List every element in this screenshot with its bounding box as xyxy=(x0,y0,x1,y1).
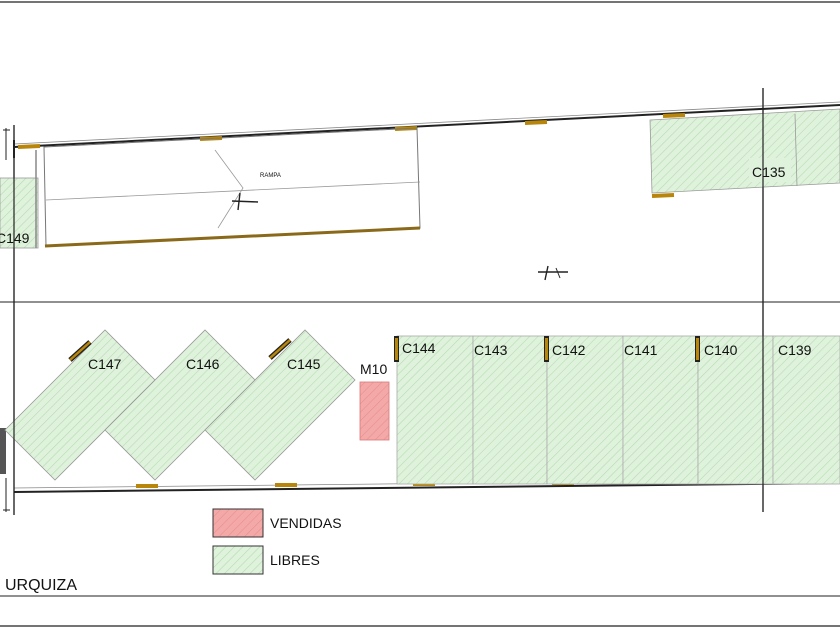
lot-m10[interactable]: M10 xyxy=(359,361,390,441)
lot-c139-label: C139 xyxy=(778,342,812,358)
lot-c146-label: C146 xyxy=(186,356,220,372)
lot-c142[interactable]: C142 xyxy=(544,335,624,485)
lot-c149[interactable]: C149 xyxy=(0,150,39,249)
lot-c144-label: C144 xyxy=(402,340,436,356)
lot-c143-label: C143 xyxy=(474,342,508,358)
legend-sold: VENDIDAS xyxy=(212,508,342,538)
lot-c140[interactable]: C140 xyxy=(695,335,774,485)
legend-free: LIBRES xyxy=(212,545,320,575)
street-label: URQUIZA xyxy=(5,577,77,594)
lot-c143[interactable]: C143 xyxy=(472,335,548,485)
lot-c144[interactable]: C144 xyxy=(394,335,474,485)
level-marker-icon xyxy=(538,265,568,281)
lot-c145[interactable]: C145 xyxy=(204,329,356,481)
lot-c145-label: C145 xyxy=(287,356,321,372)
left-stub xyxy=(0,428,6,474)
legend-sold-label: VENDIDAS xyxy=(270,515,342,531)
lot-c149-label: C149 xyxy=(0,230,30,246)
lot-c147-label: C147 xyxy=(88,356,122,372)
lot-c140-label: C140 xyxy=(704,342,738,358)
lot-m10-label: M10 xyxy=(360,361,387,377)
lot-c139[interactable]: C139 xyxy=(772,335,840,485)
lot-c141-label: C141 xyxy=(624,342,658,358)
legend-free-label: LIBRES xyxy=(270,552,320,568)
ramp: RAMPA xyxy=(43,127,421,248)
lot-c142-label: C142 xyxy=(552,342,586,358)
lot-c141[interactable]: C141 xyxy=(622,335,699,485)
ramp-label: RAMPA xyxy=(260,173,281,179)
lot-c135-label: C135 xyxy=(752,164,786,180)
legend: VENDIDAS LIBRES xyxy=(212,508,342,575)
lot-c135[interactable]: C135 xyxy=(649,108,840,194)
